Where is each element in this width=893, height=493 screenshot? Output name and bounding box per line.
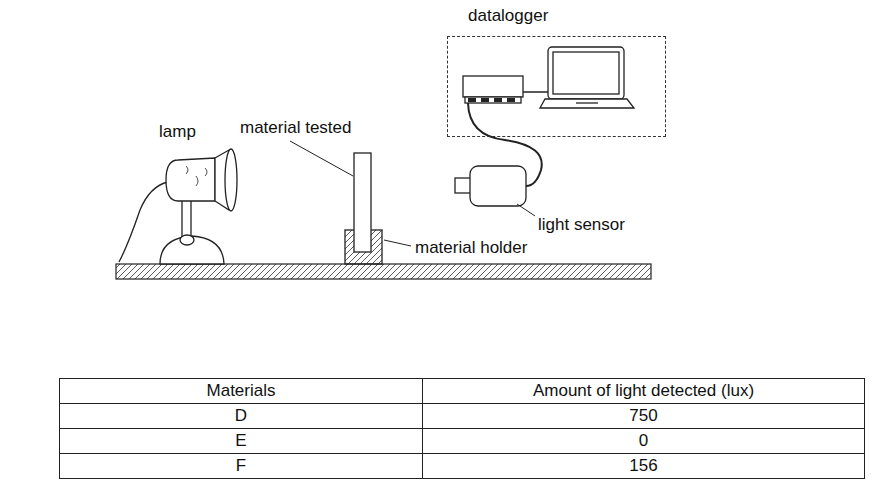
lamp-drawing — [225, 149, 237, 211]
bench — [116, 264, 651, 279]
sensor-cable — [468, 103, 542, 186]
table-cell: 156 — [423, 453, 864, 478]
light-sensor-drawing — [455, 178, 471, 193]
table-cell: D — [60, 403, 422, 428]
light-sensor-drawing — [455, 166, 526, 206]
table-cell: 0 — [423, 428, 864, 453]
interface-box — [463, 76, 523, 97]
table-grid — [59, 378, 865, 479]
lamp-drawing — [119, 149, 237, 264]
interface-box — [463, 76, 523, 103]
table-grid — [60, 379, 865, 479]
interface-box — [507, 98, 515, 102]
laptop-drawing — [548, 47, 624, 99]
datalogger-box: datalogger — [447, 36, 666, 137]
node-heading: datalogger — [468, 6, 548, 26]
laptop-drawing — [576, 102, 598, 103]
lamp-drawing — [160, 236, 224, 264]
leader-lines — [517, 204, 535, 216]
laptop-cable — [523, 92, 549, 93]
part-label: lamp — [159, 122, 196, 142]
part-label: material holder — [415, 238, 527, 258]
bench — [116, 264, 651, 279]
lamp-drawing — [180, 235, 194, 245]
sensor-cable — [468, 103, 542, 186]
light-sensor-drawing — [470, 166, 526, 206]
leader-lines — [384, 240, 411, 246]
table-cell: E — [60, 428, 422, 453]
leader-lines — [290, 141, 353, 176]
lamp-drawing — [166, 158, 215, 201]
lamp-drawing — [119, 182, 168, 262]
leader-lines — [290, 141, 535, 246]
interface-box — [481, 98, 489, 102]
laptop-drawing — [540, 99, 634, 108]
part-label: light sensor — [538, 215, 625, 235]
table-cell: F — [60, 453, 422, 478]
laptop-cable — [523, 91, 549, 93]
laptop-drawing — [553, 52, 619, 94]
lamp-drawing — [186, 166, 207, 186]
laptop-drawing — [540, 47, 634, 108]
interface-box — [494, 98, 502, 102]
material-holder-drawing — [354, 153, 371, 252]
table-cell: 750 — [423, 403, 864, 428]
material-holder-drawing — [345, 153, 382, 264]
table-header: Amount of light detected (lux) — [423, 378, 864, 403]
interface-box — [468, 98, 476, 102]
interface-box — [465, 97, 521, 103]
part-label: material tested — [240, 118, 352, 138]
table-header: Materials — [60, 378, 422, 403]
table-grid — [59, 404, 865, 454]
